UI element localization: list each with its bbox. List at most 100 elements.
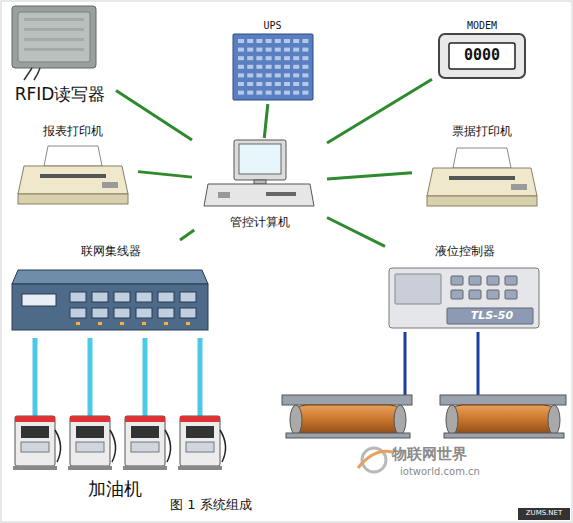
monitor: [234, 140, 286, 180]
hub-port: [158, 308, 174, 318]
hub-port: [136, 292, 152, 302]
tank: [282, 395, 412, 438]
device-label-box: 票据打印机: [452, 120, 512, 139]
dispenser-hose: [55, 430, 61, 462]
ups-cell: [284, 91, 290, 95]
printer-slot: [40, 174, 106, 178]
ups-cell: [293, 65, 299, 69]
dispenser-cable: [33, 338, 38, 416]
reader-rib: [24, 28, 84, 31]
printer-base: [427, 196, 537, 206]
hub-port: [136, 308, 152, 318]
device-label: 液位控制器: [435, 244, 495, 258]
ups-cell: [302, 82, 308, 86]
watermark-url: iotworld.com.cn: [400, 466, 480, 477]
dispenser-panel: [21, 442, 49, 452]
hub-port: [180, 308, 196, 318]
controller-key: [505, 290, 517, 299]
drive-slot: [266, 192, 296, 196]
dispenser-panel: [76, 442, 104, 452]
dispenser-body: [15, 416, 55, 466]
ups-cell: [302, 65, 308, 69]
dispenser-band: [180, 416, 220, 422]
ups-cell: [284, 39, 290, 43]
watermark-logo: [358, 448, 392, 472]
dispenser-base: [178, 466, 222, 470]
modem-display: [449, 43, 515, 69]
reader-face: [18, 12, 90, 62]
ups-cell: [302, 56, 308, 60]
dispenser-cable: [198, 338, 203, 416]
paper: [453, 148, 511, 168]
site-badge: ZUMS.NET: [521, 509, 567, 517]
device-illustration: [427, 146, 537, 216]
ups-cell: [247, 56, 253, 60]
hub-port: [158, 292, 174, 302]
ups-cell: [266, 91, 272, 95]
ups-cell: [238, 82, 244, 86]
ups-cell: [275, 65, 281, 69]
figure-caption: 图 1 系统组成: [170, 496, 252, 514]
ups-cell: [266, 56, 272, 60]
dispenser-body: [70, 416, 110, 466]
ups-cell: [247, 48, 253, 52]
hub-led: [186, 322, 190, 325]
ups-cell: [266, 39, 272, 43]
dispenser-body: [180, 416, 220, 466]
dispenser-band: [125, 416, 165, 422]
ups-cell: [247, 91, 253, 95]
dispenser-hose: [165, 430, 171, 462]
device-label-box: RFID读写器: [15, 84, 106, 104]
level-controller: 液位控制器: [385, 240, 545, 332]
reader-rib: [24, 38, 84, 41]
dispenser-band: [15, 416, 55, 422]
ups-cell: [284, 82, 290, 86]
probe-wire: [404, 332, 407, 400]
ups-cell: [284, 48, 290, 52]
hub-top: [12, 270, 208, 284]
dispenser-display: [186, 426, 214, 438]
hub-port: [114, 292, 130, 302]
ups-cell: [284, 73, 290, 77]
rfid-reader: RFID读写器: [4, 4, 116, 104]
device-label: 票据打印机: [452, 124, 512, 138]
hub-port: [114, 308, 130, 318]
hub-led: [98, 322, 102, 325]
power-button: [218, 192, 230, 198]
hub-led: [120, 322, 124, 325]
modem-body: [439, 34, 525, 78]
ups-cell: [293, 82, 299, 86]
ups-cell: [256, 82, 262, 86]
ups-cell: [266, 48, 272, 52]
ups-cell: [256, 91, 262, 95]
dispenser-display: [131, 426, 159, 438]
device-label: 管控计算机: [230, 215, 290, 229]
hub-port: [92, 292, 108, 302]
device-label-box: 报表打印机: [43, 120, 103, 139]
hub-led: [142, 322, 146, 325]
ups-cell: [284, 56, 290, 60]
hub-port: [180, 292, 196, 302]
badge: [518, 508, 570, 520]
printer-body: [18, 166, 128, 194]
ups-cell: [302, 48, 308, 52]
printer-slot: [449, 176, 515, 180]
reader-body: [12, 6, 96, 68]
ups-cell: [238, 39, 244, 43]
hub-port: [70, 292, 86, 302]
ups-cell: [275, 73, 281, 77]
ups-cell: [266, 82, 272, 86]
device-illustration: [18, 144, 128, 214]
ups-cell: [238, 56, 244, 60]
ticket-printer: 票据打印机: [412, 120, 552, 215]
hub-port: [92, 308, 108, 318]
dispenser-cable: [143, 338, 148, 416]
hub-led: [164, 322, 168, 325]
controller-key: [505, 276, 517, 285]
network-link: [116, 90, 192, 140]
device-illustration: [233, 34, 313, 110]
hub-panel: [22, 294, 56, 306]
controller-key: [451, 290, 463, 299]
ups-cell: [256, 39, 262, 43]
